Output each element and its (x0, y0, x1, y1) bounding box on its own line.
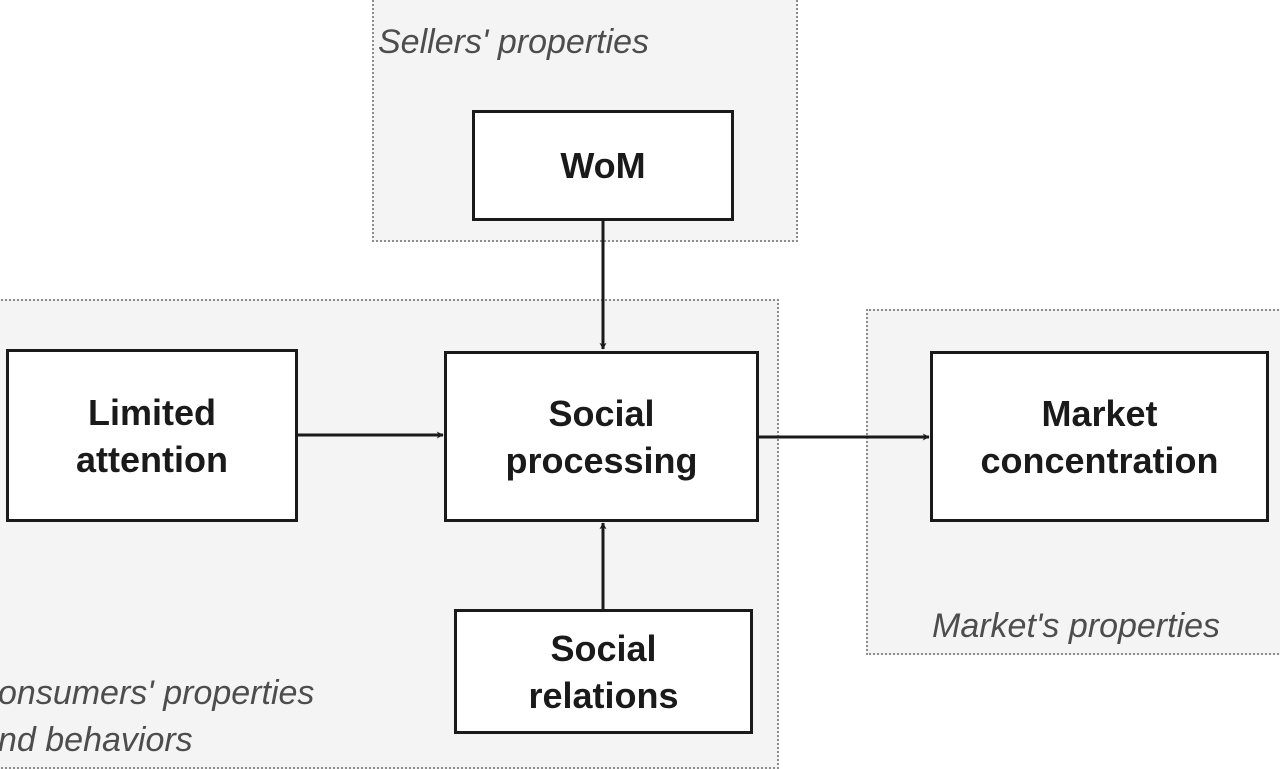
limited-attention-label: Limited attention (76, 391, 228, 480)
social-relations-label: Social relations (528, 627, 679, 716)
social-processing-label: Social processing (505, 392, 698, 481)
consumers-group-label: onsumers' properties nd behaviors (0, 674, 315, 759)
wom-label: WoM (560, 145, 646, 186)
market-group-label: Market's properties (932, 607, 1221, 645)
market-concentration-label: Market concentration (980, 392, 1219, 481)
wom-box: WoM (472, 110, 734, 221)
sellers-group-label: Sellers' properties (378, 23, 650, 61)
social-processing-box: Social processing (444, 351, 759, 522)
social-relations-box: Social relations (454, 609, 753, 734)
market-concentration-box: Market concentration (930, 351, 1269, 522)
limited-attention-box: Limited attention (6, 349, 298, 522)
